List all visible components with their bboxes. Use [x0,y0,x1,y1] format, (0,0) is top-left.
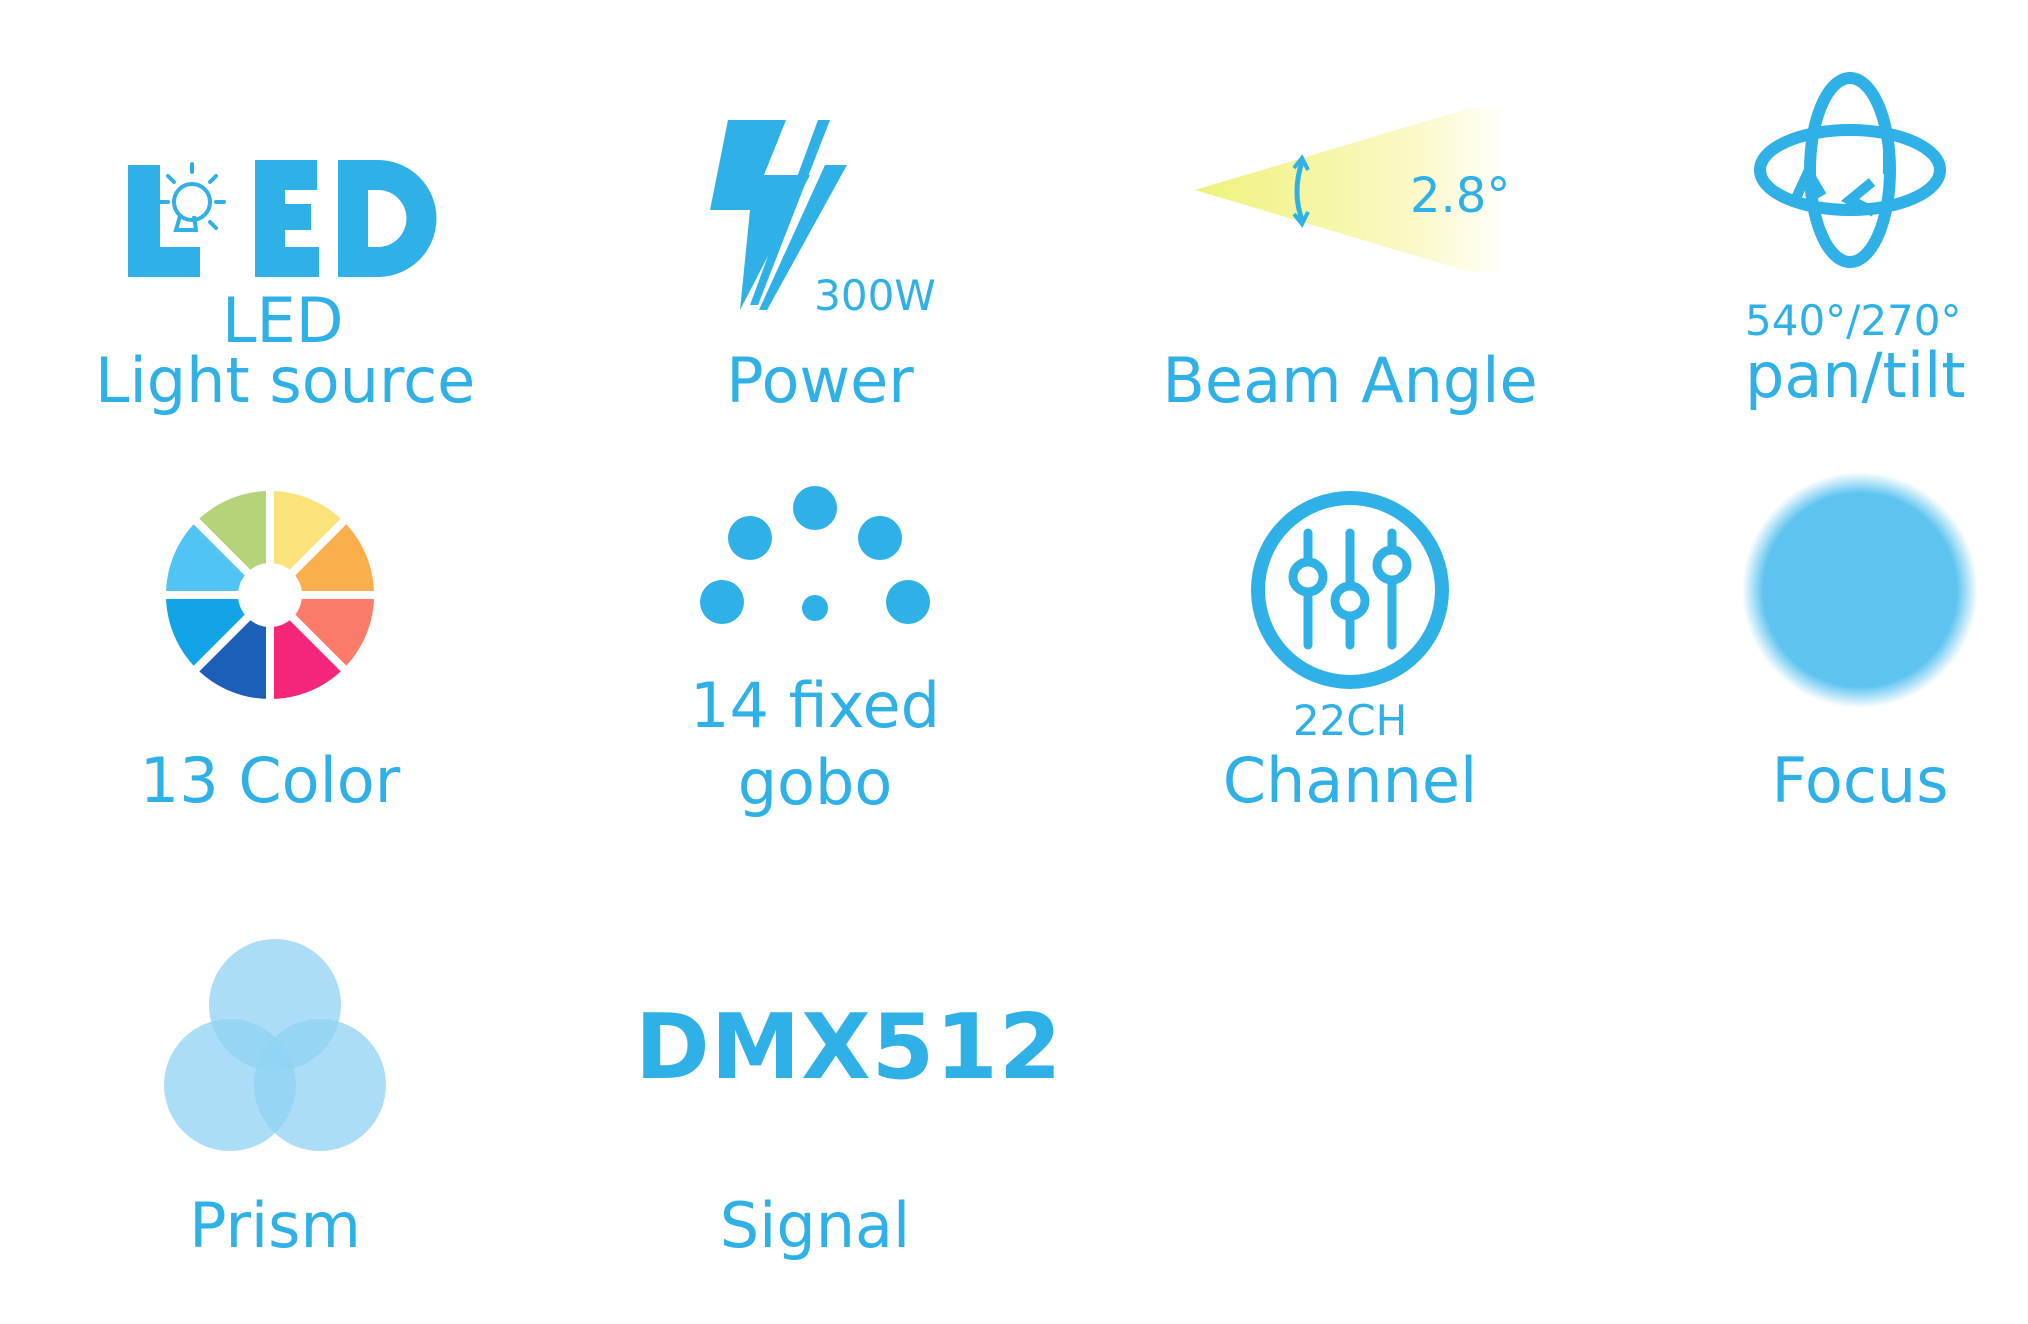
prism-label: Prism [189,1189,361,1262]
led-title: LED [222,284,344,357]
pantilt-label: pan/tilt [1745,339,1966,412]
power-value: 300W [814,271,936,320]
led-subtitle: Light source [95,344,476,417]
channel-value: 22CH [1292,696,1408,745]
color-wheel-icon [160,485,380,705]
blur-circle-icon [1742,472,1978,708]
color-label: 13 Color [139,744,401,817]
beam-label: Beam Angle [1162,344,1538,417]
gobo-line1: 14 fixed [690,669,940,742]
dmx-logo: DMX512 [635,995,1063,1100]
power-label: Power [726,344,914,417]
lightning-bolt-icon [710,120,847,310]
rotate-axes-icon [1754,72,1946,268]
gobo-dots-icon [700,486,930,624]
gobo-line2: gobo [737,746,893,819]
prism-circles-icon [164,939,386,1151]
pantilt-value: 540°/270° [1745,296,1962,345]
sliders-icon [1251,491,1449,689]
beam-cone-icon [1195,108,1510,272]
beam-value: 2.8° [1410,168,1511,224]
led-bulb-icon [128,160,437,277]
signal-label: Signal [719,1189,911,1262]
channel-label: Channel [1222,744,1478,817]
focus-label: Focus [1771,744,1949,817]
